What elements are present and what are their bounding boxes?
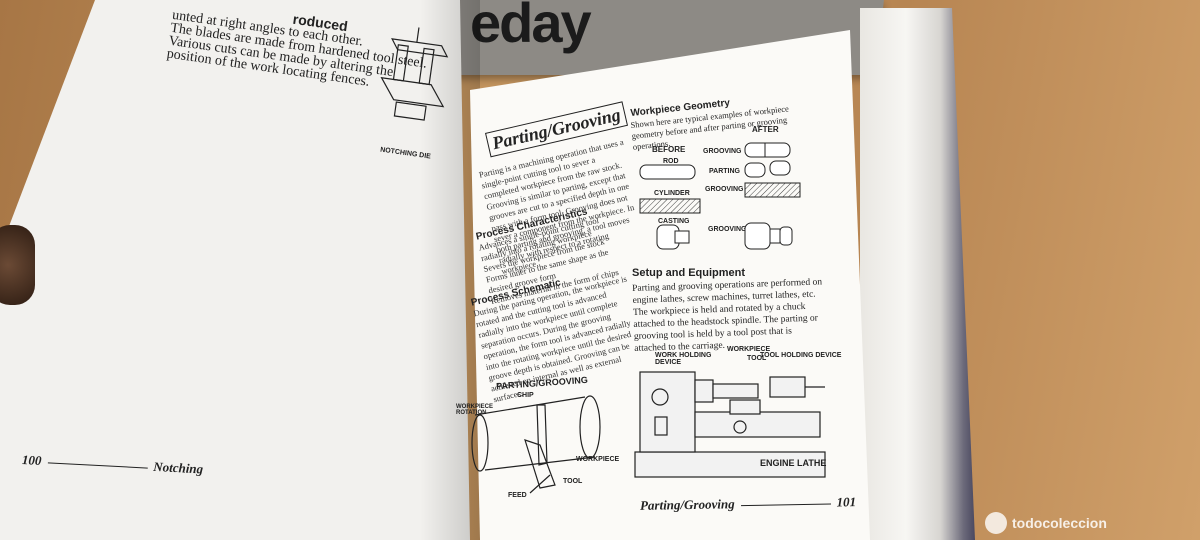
left-footer-title: Notching xyxy=(152,458,204,477)
chip-label: CHIP xyxy=(517,392,534,399)
tool-holding-label: TOOL HOLDING DEVICE xyxy=(760,352,842,359)
engine-lathe-figure xyxy=(634,371,826,478)
before-label: BEFORE xyxy=(652,145,686,154)
lathe-tool-label: TOOL xyxy=(747,355,767,362)
work-holding-label: WORK HOLDING DEVICE xyxy=(655,352,712,366)
thumb xyxy=(0,225,35,305)
casting-label: CASTING xyxy=(658,218,690,225)
right-page-number: 101 xyxy=(836,494,857,510)
engine-lathe-caption: ENGINE LATHE xyxy=(760,458,827,468)
feed-label: FEED xyxy=(508,492,527,499)
lathe-workpiece-label: WORKPIECE xyxy=(727,346,771,353)
cylinder-label: CYLINDER xyxy=(654,190,690,197)
rotation-label: WORKPIECE ROTATION xyxy=(456,404,494,416)
schematic-workpiece-label: WORKPIECE xyxy=(576,456,620,463)
schematic-tool-label: TOOL xyxy=(563,478,583,485)
right-footer-title: Parting/Grooving xyxy=(639,496,735,513)
book-page-edges xyxy=(860,8,975,540)
setup-heading: Setup and Equipment xyxy=(632,267,746,279)
left-footer-rule xyxy=(47,461,148,469)
left-page-number: 100 xyxy=(21,452,42,469)
parting-schematic xyxy=(471,395,601,494)
box-print: eday xyxy=(470,0,592,54)
left-page xyxy=(0,0,470,540)
parting-label: PARTING xyxy=(709,168,740,175)
rod-label: ROD xyxy=(663,158,679,165)
watermark: todocoleccion xyxy=(1012,515,1107,531)
workpiece-geometry-figure xyxy=(639,142,801,250)
grooving-label-3: GROOVING xyxy=(708,226,747,233)
setup-text: Parting and grooving operations are perf… xyxy=(632,277,823,354)
grooving-label-1: GROOVING xyxy=(703,148,742,155)
watermark-logo-icon xyxy=(985,512,1007,534)
after-label: AFTER xyxy=(752,125,779,134)
right-footer-rule xyxy=(740,503,831,506)
notching-die-figure xyxy=(380,27,449,121)
grooving-label-2: GROOVING xyxy=(705,186,744,193)
